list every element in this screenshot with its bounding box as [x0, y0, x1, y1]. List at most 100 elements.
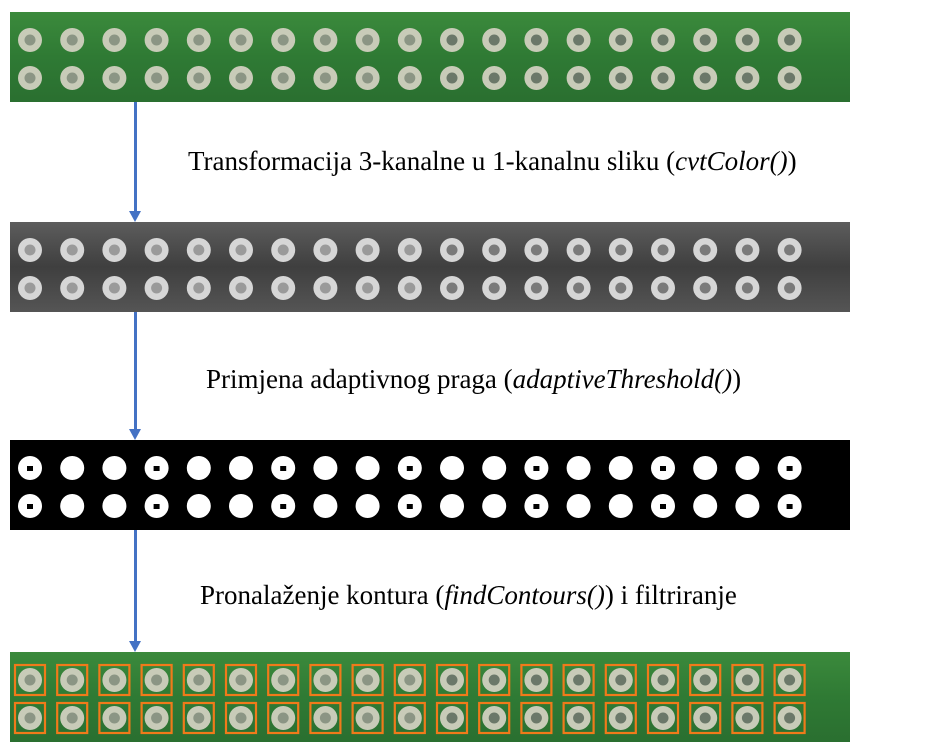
- contour-box: [435, 663, 469, 697]
- solder-pad: [313, 494, 338, 518]
- pad-hole: [615, 244, 627, 256]
- pad-hole: [530, 712, 542, 724]
- pad-hole: [235, 712, 247, 724]
- flow-arrow-3: [129, 530, 141, 652]
- contour-box: [224, 663, 258, 697]
- solder-pad: [313, 456, 338, 480]
- step-caption-cvtcolor: Transformacija 3-kanalne u 1-kanalnu sli…: [188, 146, 797, 177]
- caption-text: Pronalaženje kontura (: [200, 580, 445, 610]
- pad-defect: [406, 466, 413, 471]
- pad-hole: [657, 282, 669, 294]
- pad-defect: [406, 504, 413, 509]
- pad-hole: [573, 282, 585, 294]
- contour-box: [773, 701, 806, 735]
- pad-hole: [573, 244, 585, 256]
- contour-box: [140, 701, 173, 735]
- solder-pad: [608, 456, 633, 480]
- solder-pad: [735, 456, 760, 480]
- pad-hole: [404, 34, 416, 46]
- pad-defect: [660, 466, 666, 471]
- contour-box: [182, 663, 215, 697]
- pad-defect: [27, 466, 33, 471]
- pad-hole: [657, 34, 669, 46]
- contour-box: [351, 663, 384, 697]
- pad-hole: [193, 34, 205, 46]
- caption-text: ): [732, 364, 742, 394]
- flow-arrow-1: [129, 102, 141, 222]
- pad-hole: [488, 34, 500, 46]
- function-name: findContours(): [444, 580, 605, 610]
- pad-hole: [66, 244, 78, 256]
- pad-hole: [193, 244, 205, 256]
- contour-box: [309, 701, 342, 735]
- contour-box: [13, 701, 47, 735]
- pad-hole: [235, 244, 247, 256]
- pad-defect: [153, 466, 160, 471]
- contour-box: [267, 663, 300, 697]
- grayscale-pcb-image: [10, 222, 850, 312]
- contour-box: [731, 701, 764, 735]
- contour-box: [604, 663, 637, 697]
- pad-hole: [24, 712, 36, 724]
- binary-threshold-image: [10, 440, 850, 530]
- pad-hole: [615, 674, 627, 686]
- contour-box: [520, 701, 553, 735]
- pad-hole: [404, 282, 416, 294]
- pad-hole: [151, 72, 163, 84]
- pad-hole: [404, 244, 416, 256]
- solder-pad: [608, 494, 633, 518]
- solder-pad: [60, 494, 85, 518]
- pad-hole: [488, 712, 500, 724]
- pad-hole: [488, 674, 500, 686]
- pad-hole: [573, 34, 585, 46]
- pad-hole: [24, 72, 36, 84]
- pad-hole: [362, 712, 374, 724]
- function-name: adaptiveThreshold(): [512, 364, 733, 394]
- contour-box: [773, 663, 806, 697]
- pad-defect: [660, 504, 666, 509]
- contour-box: [56, 701, 89, 735]
- pad-hole: [277, 34, 289, 46]
- pad-hole: [488, 72, 500, 84]
- solder-pad: [693, 456, 718, 480]
- pad-hole: [530, 282, 542, 294]
- pad-hole: [151, 712, 163, 724]
- detected-pads-image: [10, 652, 850, 742]
- final-pads-svg: [13, 663, 806, 735]
- pad-hole: [784, 712, 796, 724]
- caption-text: Primjena adaptivnog praga (: [206, 364, 513, 394]
- pad-hole: [24, 674, 36, 686]
- pad-defect: [786, 504, 793, 509]
- pad-hole: [784, 34, 796, 46]
- pad-hole: [151, 674, 163, 686]
- pad-hole: [235, 34, 247, 46]
- caption-text: ) i filtriranje: [604, 580, 737, 610]
- solder-pad: [355, 494, 380, 518]
- gray-pads-svg: [18, 238, 802, 300]
- pad-hole: [404, 674, 416, 686]
- pad-hole: [573, 712, 585, 724]
- solder-pad: [60, 456, 85, 480]
- pad-hole: [66, 674, 78, 686]
- pad-hole: [235, 72, 247, 84]
- contour-box: [56, 663, 89, 697]
- pad-hole: [108, 674, 120, 686]
- pad-hole: [446, 674, 458, 686]
- solder-pad: [186, 456, 211, 480]
- pad-hole: [108, 34, 120, 46]
- pad-hole: [24, 282, 36, 294]
- contour-box: [140, 663, 173, 697]
- pad-hole: [362, 674, 374, 686]
- pad-hole: [235, 674, 247, 686]
- pad-defect: [533, 504, 540, 509]
- solder-pad: [482, 494, 507, 518]
- solder-pad: [440, 494, 464, 518]
- pad-hole: [699, 282, 711, 294]
- contour-box: [309, 663, 342, 697]
- contour-box: [98, 701, 131, 735]
- pad-hole: [446, 712, 458, 724]
- pad-hole: [277, 674, 289, 686]
- pad-hole: [151, 244, 163, 256]
- pad-hole: [277, 72, 289, 84]
- contour-box: [562, 701, 595, 735]
